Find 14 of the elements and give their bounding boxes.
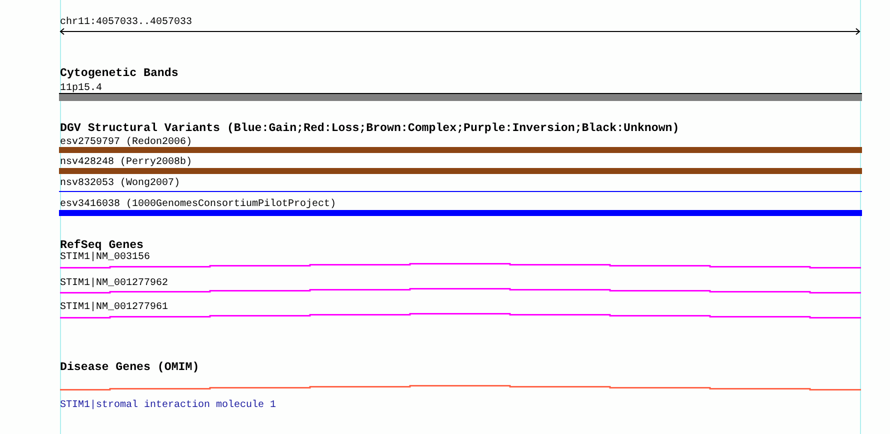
location-label: chr11:4057033..4057033 xyxy=(60,17,192,28)
feature-label: esv2759797 (Redon2006) xyxy=(60,136,192,148)
track-heading: DGV Structural Variants (Blue:Gain;Red:Loss;Brown:Complex;Purple:Inversion;Black:Unknown) xyxy=(60,122,680,135)
feature-label: STIM1|NM_001277961 xyxy=(60,302,168,313)
disease-gene-link: STIM1|stromal interaction molecule 1 xyxy=(60,400,276,410)
track-heading: Cytogenetic Bands xyxy=(60,67,178,80)
feature-label: nsv832053 (Wong2007) xyxy=(60,178,180,188)
track-heading: RefSeq Genes xyxy=(60,238,144,252)
feature-label: esv3416038 (1000GenomesConsortiumPilotProject) xyxy=(60,199,336,210)
feature-label: nsv428248 (Perry2008b) xyxy=(60,156,192,168)
feature-label: STIM1|NM_003156 xyxy=(60,252,150,263)
track-heading: Disease Genes (OMIM) xyxy=(60,360,200,374)
feature-label: 11p15.4 xyxy=(60,82,102,94)
feature-label: STIM1|NM_001277962 xyxy=(60,278,168,288)
